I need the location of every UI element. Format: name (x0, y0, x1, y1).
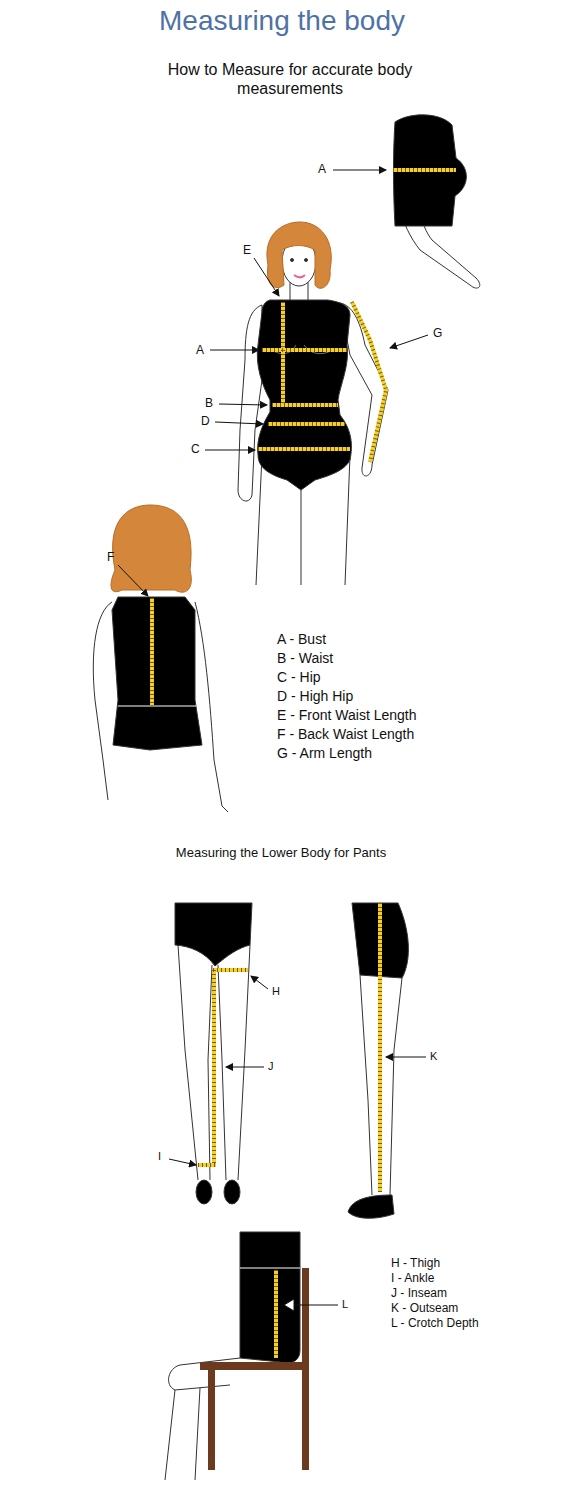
front-figure (291, 259, 294, 262)
back-figure (112, 597, 202, 750)
callout-letter: L (342, 1298, 348, 1311)
front-legs-figure (224, 1180, 240, 1204)
measuring-tape (393, 168, 456, 172)
measuring-tape (152, 598, 153, 705)
leader-arrow (333, 170, 386, 171)
measuring-tape (393, 168, 456, 172)
leader-arrow (284, 1299, 294, 1311)
front-legs-figure (175, 903, 252, 1204)
measuring-tape (274, 1270, 278, 1358)
seated-figure (165, 1358, 240, 1480)
callout-letter: F (107, 550, 114, 564)
front-figure (267, 222, 331, 288)
front-figure (238, 222, 388, 585)
back-figure (118, 706, 196, 707)
leader-arrow (386, 1057, 426, 1058)
front-figure (257, 300, 351, 490)
back-figure (111, 505, 191, 592)
key-entry: L - Crotch Depth (391, 1316, 479, 1330)
key-entry: K - Outseam (391, 1301, 458, 1315)
callout-letter: I (158, 1150, 161, 1163)
measuring-tape (274, 1270, 278, 1358)
seated-figure (165, 1232, 300, 1480)
leader-arrow (118, 170, 428, 1311)
leader-arrow (390, 335, 428, 348)
callout-letter: K (430, 1050, 437, 1063)
callout-letter: E (243, 243, 251, 257)
front-figure (238, 305, 262, 501)
callout-letter: D (201, 414, 210, 428)
key-entry: G - Arm Length (277, 745, 372, 762)
leader-arrow (205, 450, 255, 451)
measuring-tape (378, 903, 382, 1192)
leader-arrow (226, 1067, 264, 1068)
leader-arrow (254, 258, 279, 296)
side-leg-figure (348, 903, 408, 1218)
key-entry: I - Ankle (391, 1271, 434, 1285)
measuring-tape (150, 598, 154, 705)
back-figure (93, 505, 228, 812)
measuring-tape (258, 302, 386, 462)
measuring-tape (380, 903, 381, 1192)
chair (200, 1268, 309, 1470)
front-legs-figure (175, 903, 252, 966)
key-entry: A - Bust (277, 631, 326, 648)
measuring-tape (150, 598, 154, 705)
leader-arrow (251, 976, 268, 989)
callout-letter: A (196, 343, 204, 357)
front-figure (305, 259, 308, 262)
seated-figure (240, 1232, 300, 1363)
measuring-tape (258, 302, 386, 462)
subtitle: How to Measure for accurate body measure… (140, 60, 440, 98)
measuring-tape (276, 1270, 277, 1358)
page-title: Measuring the body (2, 4, 562, 38)
key-entry: E - Front Waist Length (277, 707, 417, 724)
key-entry: B - Waist (277, 650, 333, 667)
side-leg-figure (348, 1195, 394, 1218)
key-entry: H - Thigh (391, 1256, 440, 1270)
key-entry: C - Hip (277, 669, 321, 686)
measuring-tape (378, 903, 382, 1192)
chair (200, 1362, 309, 1370)
callout-letter: H (272, 985, 280, 998)
leader-arrow (215, 422, 263, 424)
leader-arrow (118, 565, 148, 596)
chair (208, 1370, 215, 1470)
callout-letter: G (433, 326, 442, 340)
callout-letter: A (318, 162, 326, 176)
leader-arrow (294, 1305, 338, 1306)
measuring-tape (258, 302, 386, 462)
callout-letter: B (205, 396, 213, 410)
callout-letter: J (268, 1060, 274, 1073)
measuring-tape (393, 170, 456, 171)
side-bodice-figure (394, 115, 467, 226)
key-entry: J - Inseam (391, 1286, 447, 1300)
leader-arrow (219, 404, 267, 405)
callout-letter: C (191, 442, 200, 456)
key-entry: F - Back Waist Length (277, 726, 414, 743)
front-figure (294, 275, 305, 277)
side-bodice-figure (394, 115, 480, 288)
key-entry: D - High Hip (277, 688, 353, 705)
section-heading: Measuring the Lower Body for Pants (71, 845, 491, 861)
front-legs-figure (196, 1180, 212, 1204)
front-legs-figure (178, 945, 250, 1180)
leader-arrow (210, 350, 259, 351)
leader-arrow (169, 1159, 196, 1165)
seated-figure (240, 1268, 300, 1269)
